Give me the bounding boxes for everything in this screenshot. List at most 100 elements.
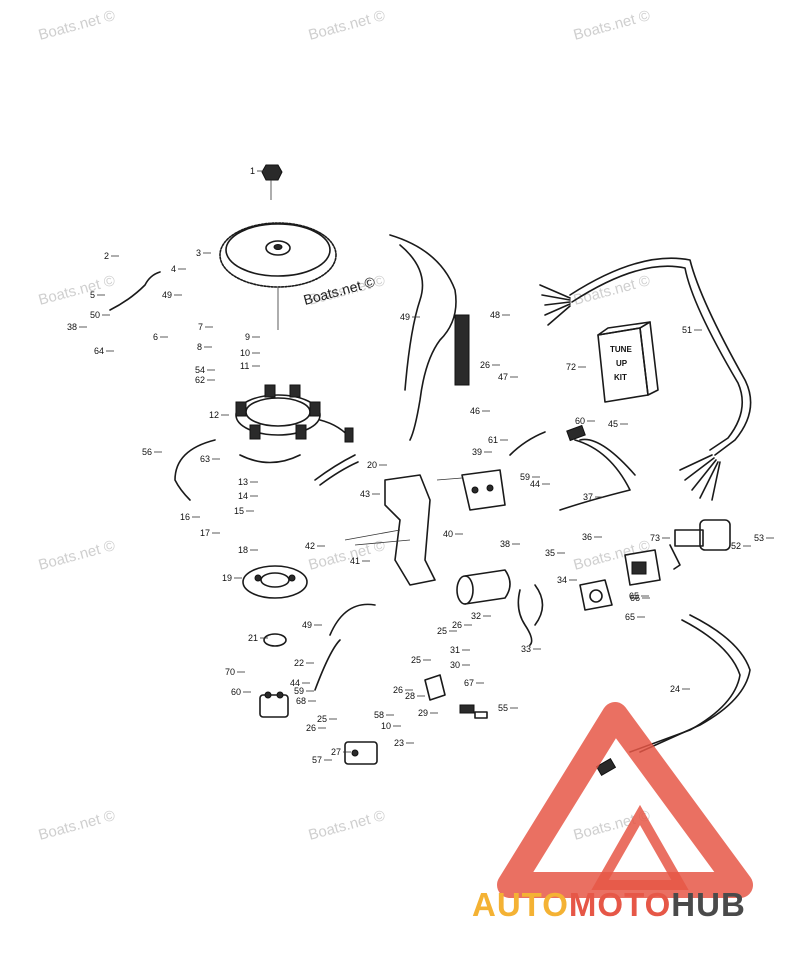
callout-57: 57 bbox=[312, 755, 322, 765]
coil-bracket bbox=[384, 469, 506, 586]
ground-lead bbox=[174, 439, 216, 501]
callout-22: 22 bbox=[294, 658, 304, 668]
callout-24: 24 bbox=[670, 684, 680, 694]
callout-14: 14 bbox=[238, 491, 248, 501]
trigger-plate bbox=[242, 565, 308, 599]
watermark: Boats.net © bbox=[37, 7, 117, 44]
callout-21: 21 bbox=[248, 633, 258, 643]
callout-12: 12 bbox=[209, 410, 219, 420]
callout-60: 60 bbox=[231, 687, 241, 697]
tune-up-kit-line1: TUNE bbox=[610, 345, 632, 354]
callout-25: 25 bbox=[317, 714, 327, 724]
callout-42: 42 bbox=[305, 541, 315, 551]
sleeve bbox=[314, 454, 359, 486]
assembly-guide-lines bbox=[344, 477, 463, 546]
callout-41: 41 bbox=[350, 556, 360, 566]
callout-29: 29 bbox=[418, 708, 428, 718]
callout-27: 27 bbox=[331, 747, 341, 757]
callout-25: 25 bbox=[411, 655, 421, 665]
ignition-switch bbox=[669, 519, 731, 570]
watermark: Boats.net © bbox=[37, 537, 117, 574]
tune-up-kit-line2: UP bbox=[616, 359, 628, 368]
callout-61: 61 bbox=[488, 435, 498, 445]
callout-35: 35 bbox=[545, 548, 555, 558]
callout-26: 26 bbox=[480, 360, 490, 370]
battery-cables bbox=[595, 614, 751, 777]
callout-55: 55 bbox=[498, 703, 508, 713]
callout-39: 39 bbox=[472, 447, 482, 457]
tune-up-kit-line3: KIT bbox=[614, 373, 627, 382]
callout-65: 65 bbox=[629, 591, 639, 601]
brand-part-auto: AUTO bbox=[472, 886, 569, 923]
callout-44: 44 bbox=[530, 479, 540, 489]
callout-8: 8 bbox=[197, 342, 202, 352]
brand-logo-triangle bbox=[497, 702, 753, 898]
callout-49: 49 bbox=[162, 290, 172, 300]
callout-60: 60 bbox=[575, 416, 585, 426]
callout-44: 44 bbox=[290, 678, 300, 688]
callout-3: 3 bbox=[196, 248, 201, 258]
callout-64: 64 bbox=[94, 346, 104, 356]
callout-28: 28 bbox=[405, 691, 415, 701]
callout-38: 38 bbox=[67, 322, 77, 332]
callout-36: 36 bbox=[582, 532, 592, 542]
callout-18: 18 bbox=[238, 545, 248, 555]
callout-66: 66 bbox=[630, 593, 640, 603]
callout-13: 13 bbox=[238, 477, 248, 487]
callout-32: 32 bbox=[471, 611, 481, 621]
callout-68: 68 bbox=[296, 696, 306, 706]
callout-9: 9 bbox=[245, 332, 250, 342]
callout-16: 16 bbox=[180, 512, 190, 522]
callout-56: 56 bbox=[142, 447, 152, 457]
center-watermark: Boats.net © bbox=[302, 273, 378, 308]
watermark: Boats.net © bbox=[37, 272, 117, 309]
callout-11: 11 bbox=[240, 361, 249, 371]
callout-19: 19 bbox=[222, 573, 232, 583]
watermark: Boats.net © bbox=[307, 7, 387, 44]
brand-part-moto: MOTO bbox=[568, 886, 672, 923]
callout-1: 1 bbox=[250, 166, 255, 176]
callout-63: 63 bbox=[200, 454, 210, 464]
callout-40: 40 bbox=[443, 529, 453, 539]
callout-2: 2 bbox=[104, 251, 109, 261]
callout-58: 58 bbox=[374, 710, 384, 720]
coil-clamp bbox=[517, 584, 544, 646]
callout-47: 47 bbox=[498, 372, 508, 382]
mounting-plates bbox=[579, 549, 661, 611]
callout-50: 50 bbox=[90, 310, 100, 320]
callout-26: 26 bbox=[452, 620, 462, 630]
callout-43: 43 bbox=[360, 489, 370, 499]
stator-lead bbox=[239, 454, 301, 464]
callout-67: 67 bbox=[464, 678, 474, 688]
callout-52: 52 bbox=[731, 541, 741, 551]
stator-assembly bbox=[235, 384, 354, 443]
callout-37: 37 bbox=[583, 492, 593, 502]
callout-34: 34 bbox=[557, 575, 567, 585]
watermark: Boats.net © bbox=[572, 272, 652, 309]
flywheel bbox=[219, 222, 337, 330]
callout-70: 70 bbox=[225, 667, 235, 677]
cap bbox=[263, 633, 287, 647]
brand-logo-text: AUTOMOTOHUB bbox=[472, 886, 800, 936]
callout-15: 15 bbox=[234, 506, 244, 516]
watermark: Boats.net © bbox=[37, 807, 117, 844]
callout-6: 6 bbox=[153, 332, 158, 342]
callout-10: 10 bbox=[240, 348, 250, 358]
watermark: Boats.net © bbox=[307, 537, 387, 574]
callout-65: 65 bbox=[625, 612, 635, 622]
callout-10: 10 bbox=[381, 721, 391, 731]
wiring-harness-lower bbox=[314, 603, 376, 691]
callout-30: 30 bbox=[450, 660, 460, 670]
spark-plug-leads bbox=[509, 424, 636, 511]
callout-49: 49 bbox=[302, 620, 312, 630]
callout-54: 54 bbox=[195, 365, 205, 375]
callout-59: 59 bbox=[294, 686, 304, 696]
rectifier bbox=[344, 741, 378, 765]
callout-53: 53 bbox=[754, 533, 764, 543]
remote-wiring-harness bbox=[539, 257, 752, 501]
callout-45: 45 bbox=[608, 419, 618, 429]
callout-5: 5 bbox=[90, 290, 95, 300]
terminal-block bbox=[424, 674, 488, 719]
